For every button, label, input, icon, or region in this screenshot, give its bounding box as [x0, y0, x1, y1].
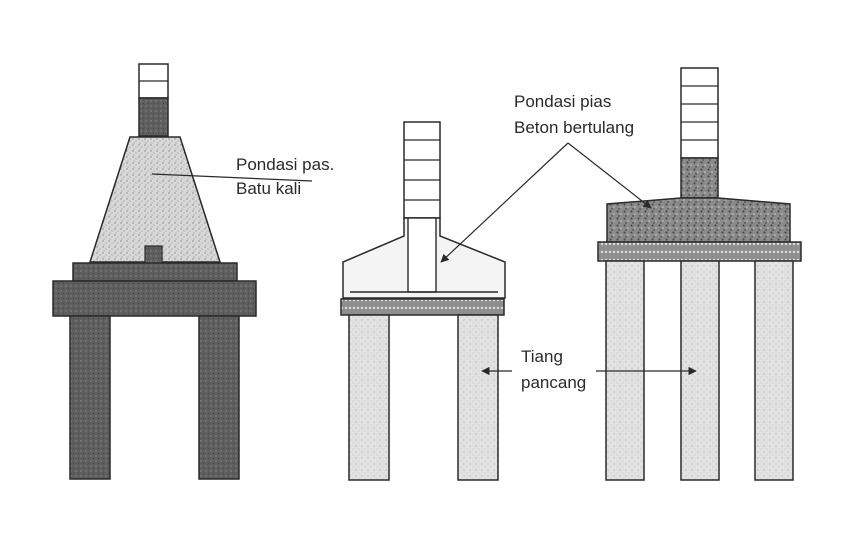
- stone-foundation-assembly: [52, 63, 257, 480]
- right-column-upper: [680, 67, 719, 159]
- svg-text:pancang: pancang: [521, 373, 586, 392]
- right-pile-cap-band: [597, 241, 802, 262]
- svg-text:Pondasi pias: Pondasi pias: [514, 92, 611, 111]
- concrete-footing-assembly: [340, 121, 506, 481]
- left-column-lower: [138, 97, 169, 137]
- stone-foundation-label: Pondasi pas. Batu kali: [151, 155, 334, 198]
- middle-pile-cap: [340, 298, 505, 316]
- middle-pile-1: [348, 314, 390, 481]
- left-pile-cap-bottom: [52, 280, 257, 317]
- concrete-label-line-1: Pondasi pias: [514, 92, 611, 111]
- pile-label-line-1: Tiang: [521, 347, 563, 366]
- reinforced-cap-assembly: [597, 67, 802, 481]
- left-pile-cap-top: [72, 262, 238, 282]
- right-pile-3: [754, 260, 794, 481]
- middle-column-stub: [407, 217, 437, 293]
- pile-label: Tiang pancang: [481, 347, 697, 392]
- svg-text:Pondasi pas.: Pondasi pas.: [236, 155, 334, 174]
- left-pile-1: [69, 315, 111, 480]
- pile-label-line-2: pancang: [521, 373, 586, 392]
- middle-pile-2: [457, 314, 499, 481]
- concrete-label-line-2: Beton bertulang: [514, 118, 634, 137]
- right-column-lower: [680, 157, 719, 199]
- svg-text:Beton bertulang: Beton bertulang: [514, 118, 634, 137]
- svg-text:Batu kali: Batu kali: [236, 179, 301, 198]
- left-pile-2: [198, 315, 240, 480]
- right-concrete-cap: [606, 197, 791, 243]
- stone-masonry-trapezoid: [88, 136, 222, 263]
- svg-text:Tiang: Tiang: [521, 347, 563, 366]
- pedestal-nub: [144, 245, 163, 265]
- stone-label-line-1: Pondasi pas.: [236, 155, 334, 174]
- concrete-foundation-label: Pondasi pias Beton bertulang: [440, 92, 652, 263]
- stone-label-line-2: Batu kali: [236, 179, 301, 198]
- middle-column: [403, 121, 441, 219]
